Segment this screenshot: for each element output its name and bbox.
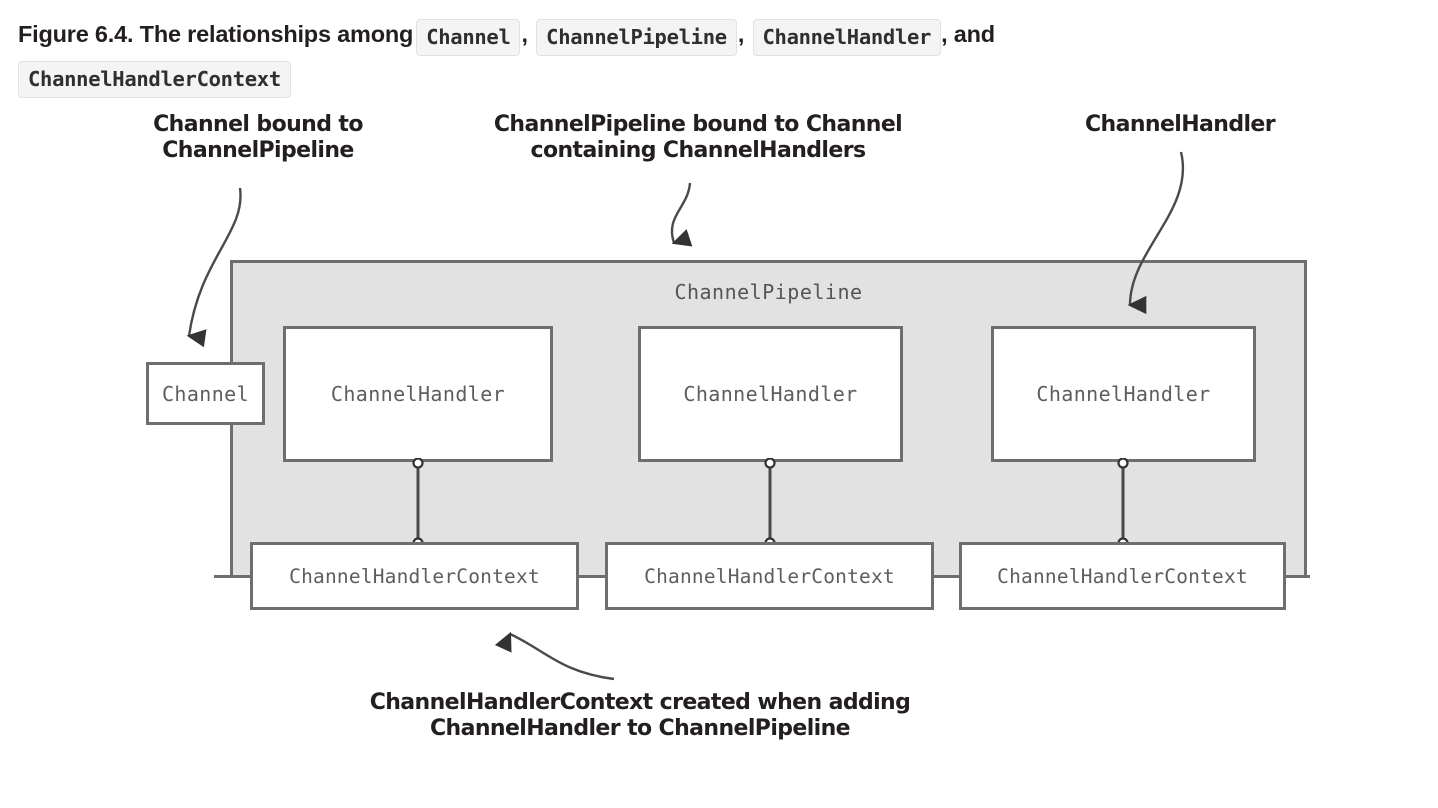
annotation-channel-bound-line2: ChannelPipeline xyxy=(162,138,354,163)
context-link-0-1 xyxy=(577,575,607,578)
annotation-context-created-line1: ChannelHandlerContext created when addin… xyxy=(369,690,911,715)
caption-prefix: Figure 6.4. The relationships among xyxy=(18,21,414,47)
handler-context-connector-2 xyxy=(764,458,776,548)
channelhandlercontext-box-3[interactable]: ChannelHandlerContext xyxy=(959,542,1286,610)
arrow-context xyxy=(494,631,615,681)
annotation-channelhandler: ChannelHandler xyxy=(1010,112,1350,138)
channelhandler-box-2[interactable]: ChannelHandler xyxy=(638,326,903,462)
caption-chip-channel: Channel xyxy=(416,19,521,56)
arrow-pipeline xyxy=(670,182,693,247)
annotation-channelhandler-line1: ChannelHandler xyxy=(1084,112,1276,137)
annotation-context-created-line2: ChannelHandler to ChannelPipeline xyxy=(429,716,851,741)
channelpipeline-title: ChannelPipeline xyxy=(674,280,863,304)
channelhandler-box-3[interactable]: ChannelHandler xyxy=(991,326,1256,462)
context-link-left-stub xyxy=(214,575,252,578)
annotation-pipeline-bound-line1: ChannelPipeline bound to Channel xyxy=(493,112,903,137)
handler-context-connector-3 xyxy=(1117,458,1129,548)
annotation-pipeline-bound: ChannelPipeline bound to Channel contain… xyxy=(450,112,946,164)
annotation-channel-bound: Channel bound to ChannelPipeline xyxy=(108,112,408,164)
handler-context-connector-1 xyxy=(412,458,424,548)
caption-comma-1: , xyxy=(521,21,528,47)
caption-conjunction: , and xyxy=(941,21,995,47)
caption-comma-2: , xyxy=(737,21,745,47)
caption-chip-channelpipeline: ChannelPipeline xyxy=(536,19,737,56)
annotation-channel-bound-line1: Channel bound to xyxy=(153,112,363,137)
channelhandlercontext-box-2[interactable]: ChannelHandlerContext xyxy=(605,542,934,610)
caption-chip-channelhandler: ChannelHandler xyxy=(752,19,942,56)
annotation-context-created: ChannelHandlerContext created when addin… xyxy=(290,690,990,742)
annotation-pipeline-bound-line2: containing ChannelHandlers xyxy=(530,138,867,163)
channel-box[interactable]: Channel xyxy=(146,362,265,425)
channelhandlercontext-box-1[interactable]: ChannelHandlerContext xyxy=(250,542,579,610)
channelhandler-box-1[interactable]: ChannelHandler xyxy=(283,326,553,462)
caption-chip-channelhandlercontext: ChannelHandlerContext xyxy=(18,61,291,98)
context-link-right-stub xyxy=(1284,575,1310,578)
context-link-1-2 xyxy=(932,575,961,578)
